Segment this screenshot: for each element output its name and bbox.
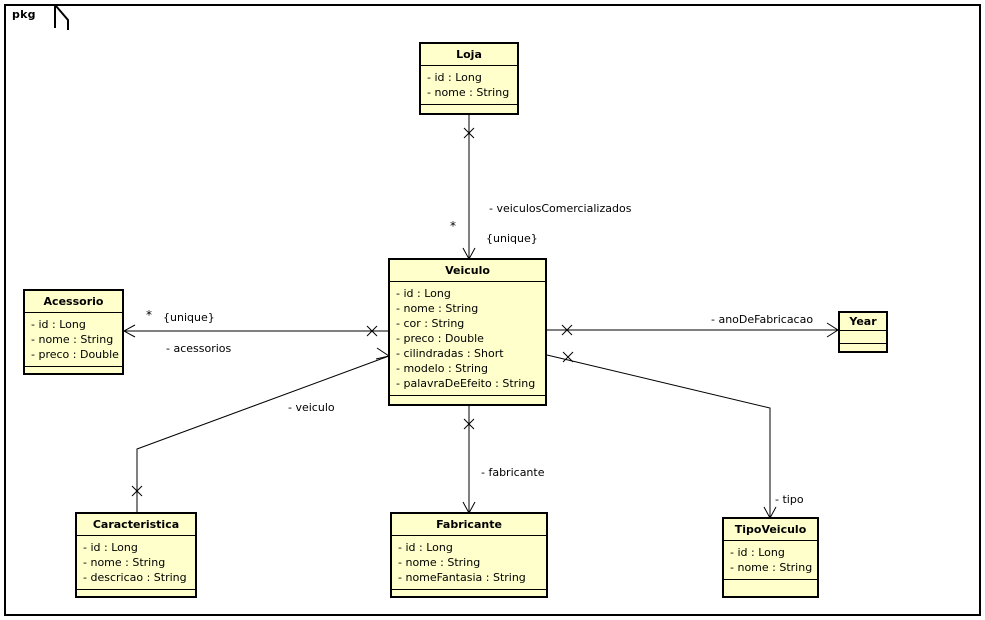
class-operations-veiculo bbox=[390, 396, 545, 412]
class-attributes-loja: - id : Long - nome : String bbox=[421, 66, 517, 105]
class-attribute: - palavraDeEfeito : String bbox=[396, 377, 536, 390]
class-name-fabricante: Fabricante bbox=[392, 514, 546, 536]
class-attribute: - nome : String bbox=[396, 302, 479, 315]
edge-label-veiculo: - veiculo bbox=[288, 401, 335, 414]
edge-constraint-loja-veiculo: {unique} bbox=[486, 232, 538, 245]
edge-multiplicity-loja-veiculo: * bbox=[450, 219, 456, 233]
class-attribute: - preco : Double bbox=[396, 332, 484, 345]
class-attributes-fabricante: - id : Long - nome : String - nomeFantas… bbox=[392, 536, 546, 590]
class-year[interactable]: Year bbox=[838, 311, 888, 353]
class-attribute: - preco : Double bbox=[31, 348, 119, 361]
edge-constraint-veiculo-acessorio: {unique} bbox=[163, 311, 215, 324]
class-attribute: - id : Long bbox=[396, 287, 451, 300]
class-attribute: - nome : String bbox=[730, 561, 813, 574]
class-attribute: - id : Long bbox=[31, 318, 86, 331]
edge-multiplicity-veiculo-acessorio: * bbox=[146, 308, 152, 322]
class-attribute: - id : Long bbox=[427, 71, 482, 84]
class-attribute: - nome : String bbox=[427, 86, 510, 99]
class-name-acessorio: Acessorio bbox=[25, 291, 122, 313]
class-caracteristica[interactable]: Caracteristica - id : Long - nome : Stri… bbox=[75, 512, 197, 598]
class-operations-tipoveiculo bbox=[724, 580, 817, 596]
class-attribute: - nome : String bbox=[398, 556, 481, 569]
class-attribute: - modelo : String bbox=[396, 362, 488, 375]
class-attribute: - id : Long bbox=[83, 541, 138, 554]
class-name-loja: Loja bbox=[421, 44, 517, 66]
class-attributes-caracteristica: - id : Long - nome : String - descricao … bbox=[77, 536, 195, 590]
class-operations-year bbox=[840, 344, 886, 360]
class-attribute: - cor : String bbox=[396, 317, 465, 330]
class-fabricante[interactable]: Fabricante - id : Long - nome : String -… bbox=[390, 512, 548, 598]
class-acessorio[interactable]: Acessorio - id : Long - nome : String - … bbox=[23, 289, 124, 375]
edge-label-ano-de-fabricacao: - anoDeFabricacao bbox=[711, 313, 814, 326]
class-attribute: - id : Long bbox=[730, 546, 785, 559]
package-tab bbox=[4, 4, 56, 28]
class-attributes-acessorio: - id : Long - nome : String - preco : Do… bbox=[25, 313, 122, 367]
class-attribute: - nomeFantasia : String bbox=[398, 571, 526, 584]
class-attribute: - id : Long bbox=[398, 541, 453, 554]
class-loja[interactable]: Loja - id : Long - nome : String bbox=[419, 42, 519, 115]
class-name-tipoveiculo: TipoVeiculo bbox=[724, 519, 817, 541]
edge-label-veiculos-comercializados: - veiculosComercializados bbox=[489, 202, 632, 215]
class-attribute: - descricao : String bbox=[83, 571, 187, 584]
class-attribute: - nome : String bbox=[31, 333, 114, 346]
class-attributes-tipoveiculo: - id : Long - nome : String bbox=[724, 541, 817, 580]
class-attribute: - cilindradas : Short bbox=[396, 347, 504, 360]
class-attributes-veiculo: - id : Long - nome : String - cor : Stri… bbox=[390, 282, 545, 396]
class-veiculo[interactable]: Veiculo - id : Long - nome : String - co… bbox=[388, 258, 547, 406]
class-operations-acessorio bbox=[25, 367, 122, 383]
class-operations-fabricante bbox=[392, 590, 546, 606]
class-tipoveiculo[interactable]: TipoVeiculo - id : Long - nome : String bbox=[722, 517, 819, 598]
class-name-year: Year bbox=[840, 313, 886, 331]
package-frame bbox=[4, 4, 981, 616]
class-operations-caracteristica bbox=[77, 590, 195, 606]
edge-label-tipo: - tipo bbox=[775, 493, 804, 506]
edge-label-fabricante: - fabricante bbox=[481, 466, 545, 479]
edge-label-acessorios: - acessorios bbox=[166, 342, 232, 355]
class-attribute: - nome : String bbox=[83, 556, 166, 569]
class-operations-loja bbox=[421, 105, 517, 121]
class-name-veiculo: Veiculo bbox=[390, 260, 545, 282]
class-attributes-year bbox=[840, 331, 886, 344]
package-label: pkg bbox=[12, 8, 36, 21]
class-name-caracteristica: Caracteristica bbox=[77, 514, 195, 536]
